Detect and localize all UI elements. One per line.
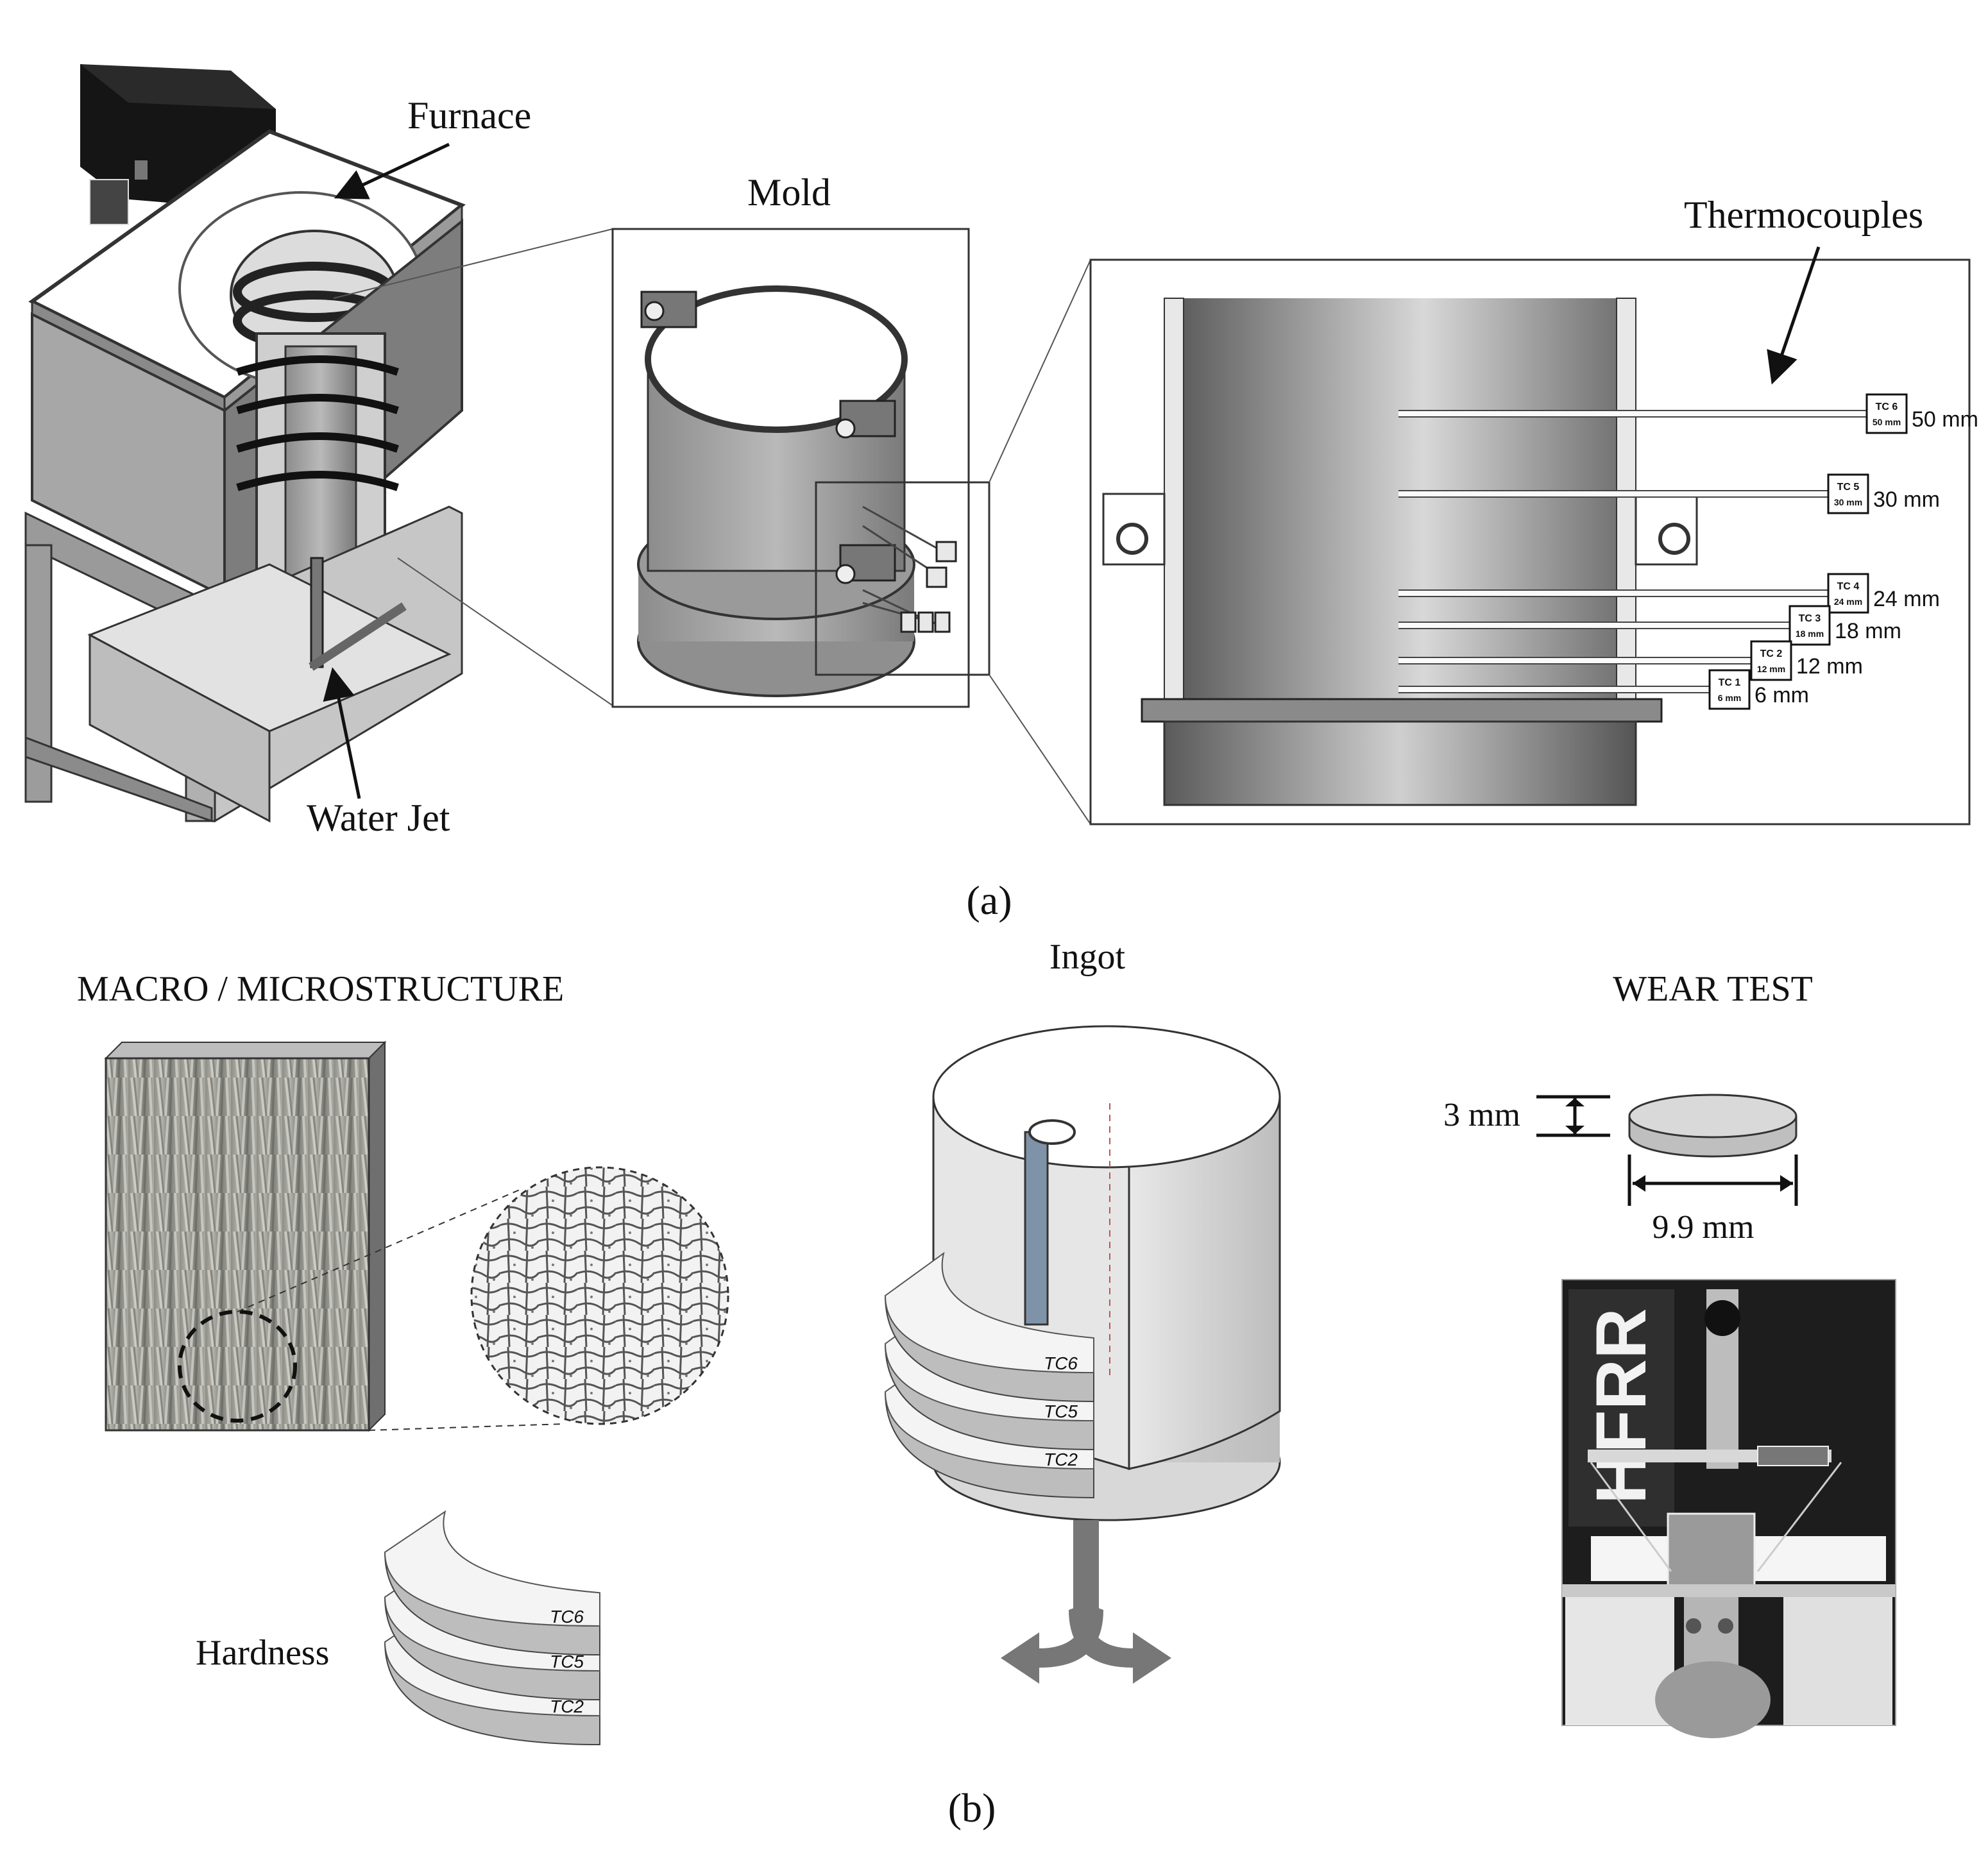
probe-depth-label: 30 mm [1873,487,1940,512]
probe-tag-depth: 18 mm [1796,629,1824,639]
probe-tag-id: TC 3 [1799,613,1821,624]
slice-TC6: TC6 [384,1510,600,1656]
probe-depth-label: 18 mm [1835,619,1901,643]
probe-tag [1788,605,1831,646]
slice-label: TC2 [1044,1450,1078,1469]
microstructure-magnified [470,1166,729,1425]
hfrr-photo: HFRR [1561,1279,1896,1738]
mold-label: Mold [747,171,831,214]
macrostructure-sample [104,1040,387,1432]
wear-test-label: WEAR TEST [1613,969,1813,1009]
probe-tag-id: TC 6 [1876,402,1898,412]
hardness-label: Hardness [196,1633,329,1673]
ingot-label: Ingot [1049,937,1126,977]
caption-b: (b) [948,1785,996,1831]
probe-tag [1827,473,1869,514]
thermocouples-label: Thermocouples [1684,194,1923,236]
furnace-assembly [24,64,466,823]
probe-depth-label: 12 mm [1796,654,1863,679]
thickness-label: 3 mm [1443,1097,1520,1133]
probe-tag-depth: 12 mm [1757,664,1785,674]
ingot-drawing [932,1025,1281,1521]
probe-tag-id: TC 5 [1837,482,1860,493]
probe-depth-label: 24 mm [1873,587,1940,611]
probe-depth-label: 6 mm [1754,683,1809,707]
thermocouple-3: TC 3 18 mm 18 mm [1398,605,1901,646]
mold-cross-section [1102,298,1698,806]
thermocouple-6: TC 6 50 mm 50 mm [1398,393,1978,434]
mold-drawing [637,285,957,697]
slice-label: TC5 [1044,1401,1078,1421]
diameter-label: 9.9 mm [1652,1209,1754,1246]
probe-tag [1865,393,1908,434]
probe-tag-depth: 6 mm [1718,693,1742,703]
thermocouples-arrow [1767,246,1821,385]
panel-b: MACRO / MICROSTRUCTURE Ingot WEAR TEST H… [77,937,1896,1831]
thermocouple-5: TC 5 30 mm 30 mm [1398,473,1940,514]
wear-pin-specimen [1628,1094,1797,1158]
probe-tag [1827,573,1869,614]
thermocouple-4: TC 4 24 mm 24 mm [1398,573,1940,614]
hfrr-text: HFRR [1582,1308,1661,1504]
mold-detail-box [815,481,990,676]
thermocouple-probes: TC 6 50 mm 50 mm TC 5 30 mm 30 mm TC 4 24 mm 24 … [1398,393,1978,710]
probe-tag-depth: 24 mm [1834,597,1862,607]
slice-label: TC6 [550,1607,584,1627]
furnace-arrow [334,142,450,199]
slice-label: TC6 [1044,1353,1078,1373]
slice-TC6: TC6 [884,1251,1094,1403]
probe-tag [1708,669,1751,710]
split-arrow [1001,1520,1171,1684]
water-jet-label: Water Jet [307,797,450,839]
furnace-label: Furnace [407,94,531,137]
probe-tag-id: TC 2 [1760,648,1783,659]
panel-a: Furnace Water Jet Mold [24,64,1978,923]
caption-a: (a) [966,877,1012,923]
probe-tag-id: TC 4 [1837,581,1860,592]
probe-tag-depth: 30 mm [1834,497,1862,507]
thermocouple-2: TC 2 12 mm 12 mm [1398,640,1863,681]
probe-tag-id: TC 1 [1719,677,1741,688]
macro-label: MACRO / MICROSTRUCTURE [77,969,564,1009]
thermocouple-1: TC 1 6 mm 6 mm [1398,669,1809,710]
water-jet-arrow [323,667,361,799]
probe-depth-label: 50 mm [1912,407,1978,432]
probe-tag-depth: 50 mm [1873,417,1901,427]
ingot-slices: TC2 TC5 TC6 [884,1251,1094,1499]
probe-tag [1750,640,1792,681]
region-of-interest [178,1310,297,1423]
